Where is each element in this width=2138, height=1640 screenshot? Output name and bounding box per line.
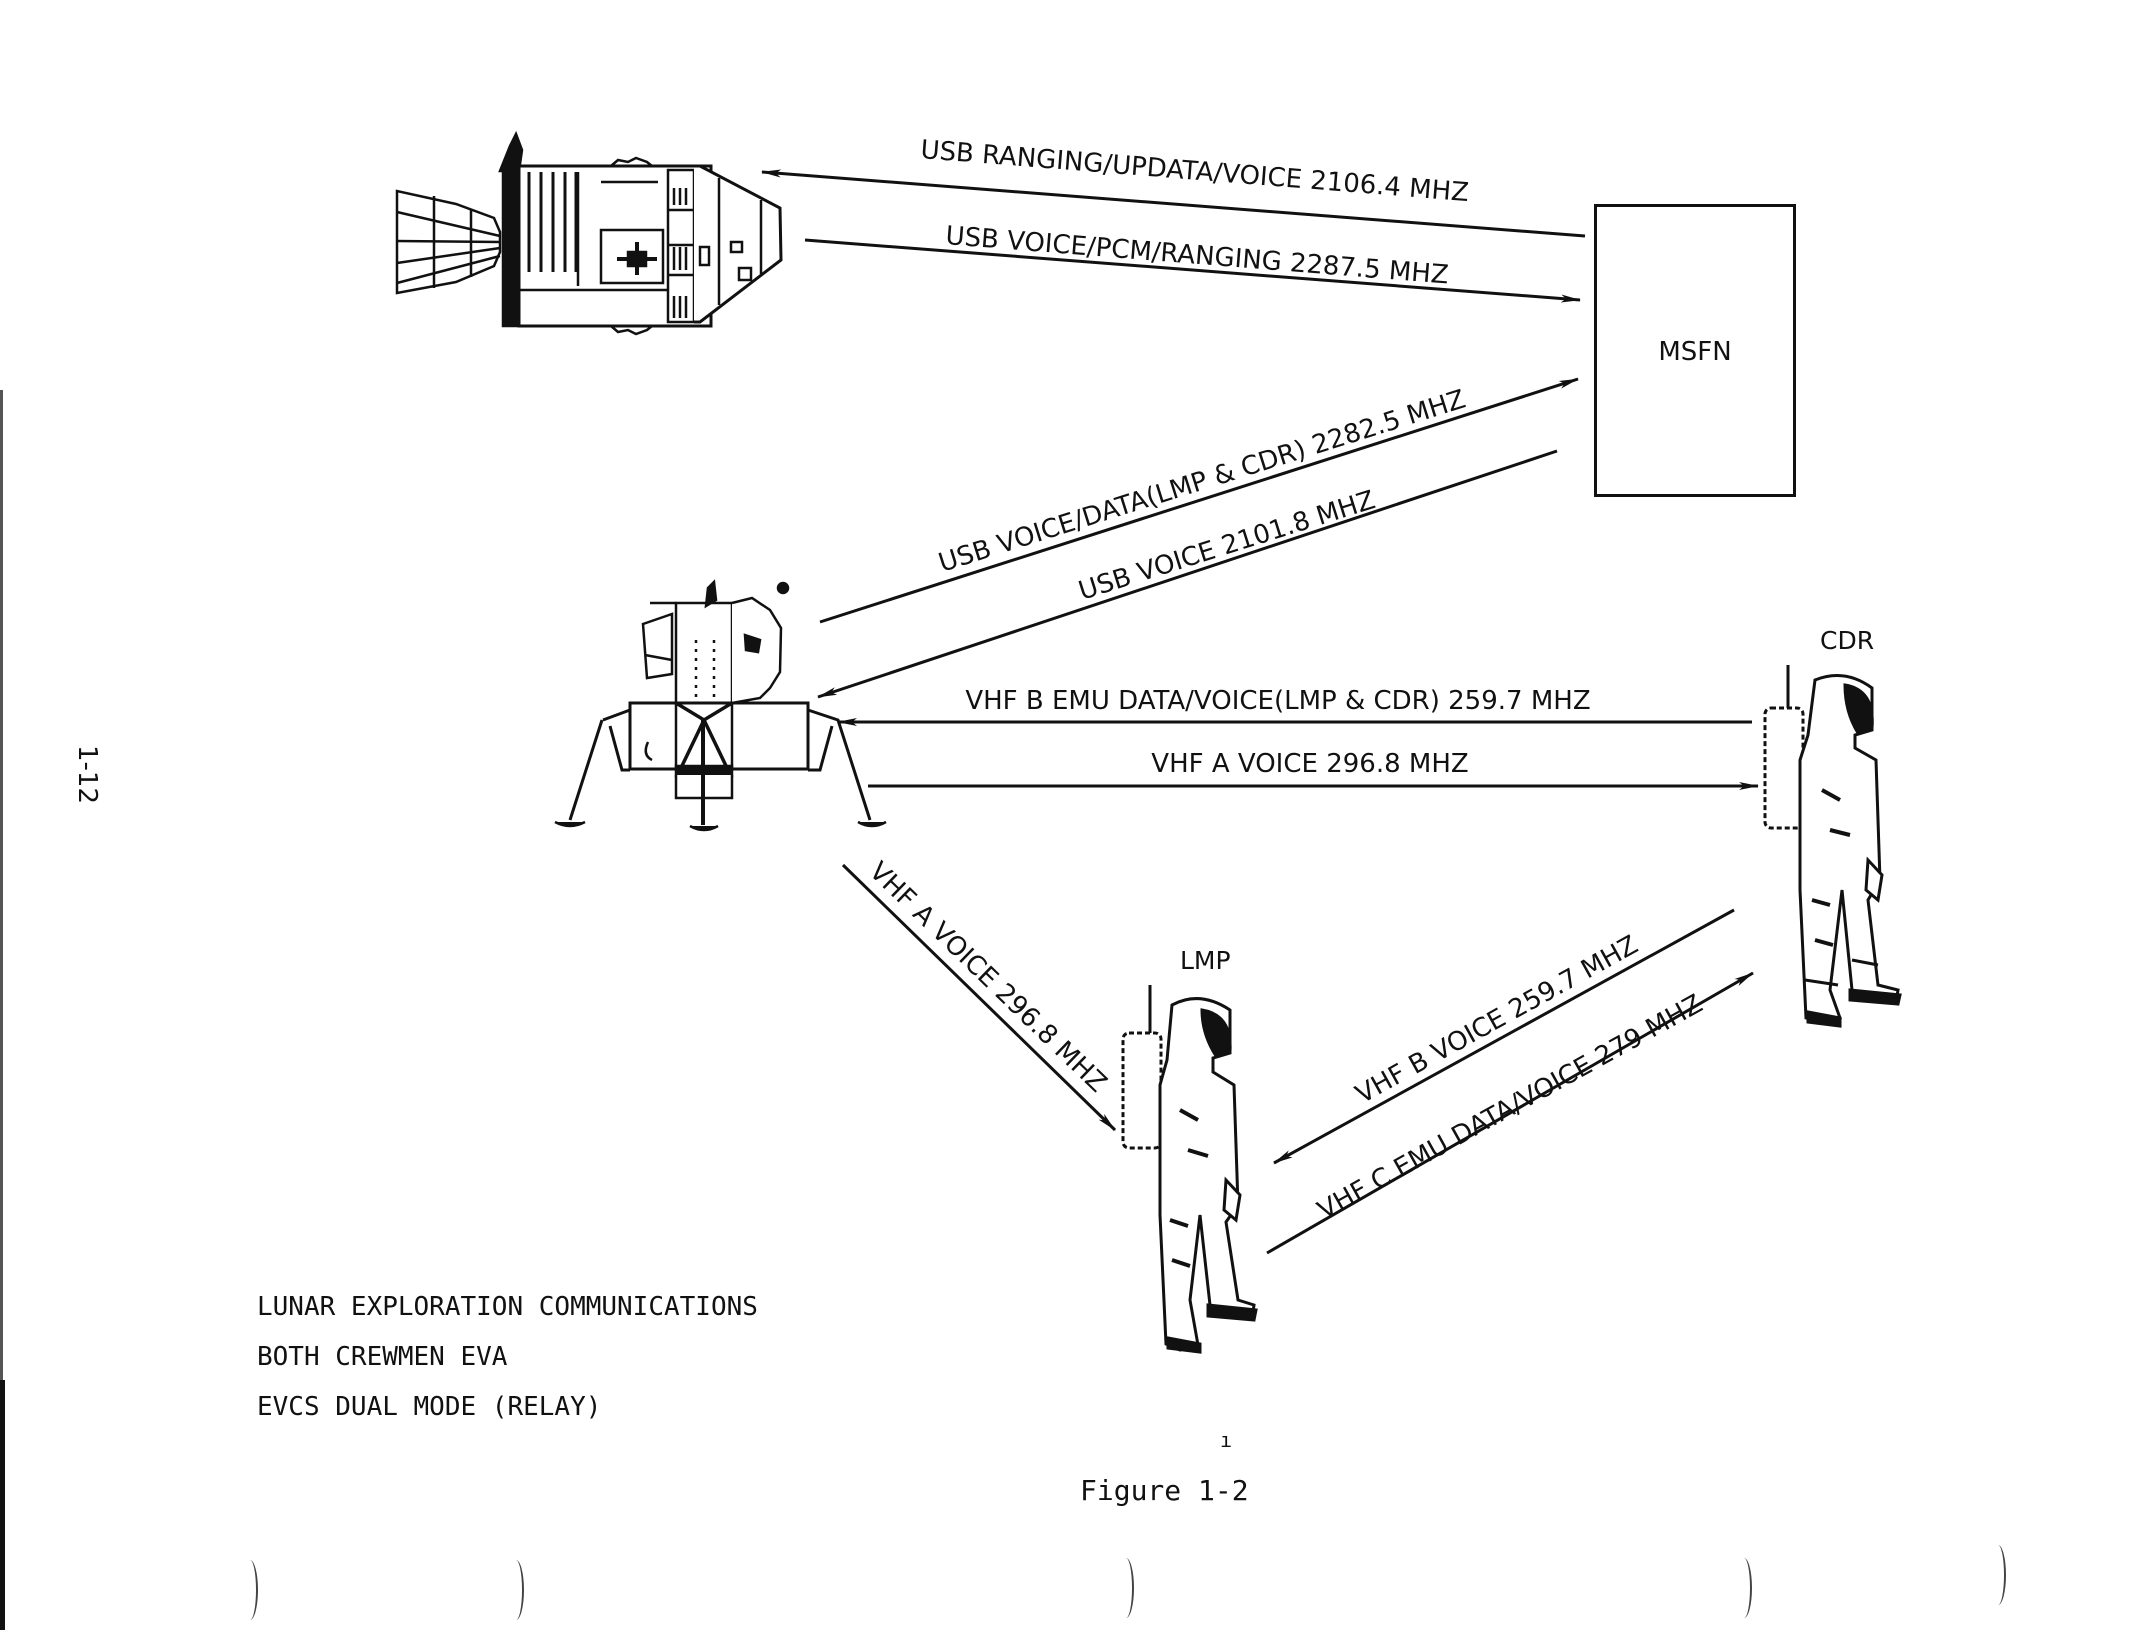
- cdr-astronaut-icon: [1763, 665, 1902, 1028]
- caption-line-3: EVCS DUAL MODE (RELAY): [257, 1392, 602, 1422]
- link-arrow-cdr-to-lmp: [1273, 908, 1735, 1165]
- link-arrow-msfn-to-csm: [761, 169, 1586, 238]
- link-label-lm-to-cdr: VHF A VOICE 296.8 MHZ: [1151, 749, 1468, 779]
- figure-title: Figure 1-2: [1080, 1474, 1249, 1507]
- msfn-node: MSFN: [1594, 204, 1796, 497]
- link-label-cdr-to-lm: VHF B EMU DATA/VOICE(LMP & CDR) 259.7 MH…: [965, 686, 1590, 716]
- link-label-cdr-to-lmp: VHF B VOICE 259.7 MHZ: [1351, 930, 1643, 1110]
- link-labels: USB RANGING/UPDATA/VOICE 2106.4 MHZ USB V…: [863, 135, 1708, 1226]
- link-arrow-msfn-to-lm: [817, 449, 1558, 699]
- link-label-csm-to-msfn: USB VOICE/PCM/RANGING 2287.5 MHZ: [944, 221, 1449, 290]
- binding-mark: [1990, 1545, 2006, 1605]
- page-binding-edge: [0, 390, 3, 1490]
- page-binding-edge-dark: [0, 1380, 5, 1630]
- caption-line-1: LUNAR EXPLORATION COMMUNICATIONS: [257, 1292, 758, 1322]
- link-label-lm-to-lmp: VHF A VOICE 296.8 MHZ: [863, 856, 1112, 1098]
- csm-spacecraft-icon: [395, 130, 783, 336]
- link-label-msfn-to-csm: USB RANGING/UPDATA/VOICE 2106.4 MHZ: [919, 135, 1470, 208]
- link-lines: [761, 169, 1759, 1255]
- lmp-label: LMP: [1180, 946, 1231, 975]
- caption-line-2: BOTH CREWMEN EVA: [257, 1342, 508, 1372]
- binding-mark: [1118, 1558, 1134, 1618]
- lmp-astronaut-icon: [1121, 985, 1258, 1354]
- figure-mark: ı: [1220, 1428, 1233, 1452]
- link-arrow-csm-to-msfn: [804, 238, 1581, 303]
- msfn-label: MSFN: [1658, 337, 1732, 367]
- binding-mark: [508, 1560, 524, 1620]
- link-arrow-lm-to-lmp: [841, 863, 1117, 1132]
- lunar-module-icon: [554, 579, 887, 832]
- link-arrow-lm-to-msfn: [819, 377, 1579, 624]
- link-arrow-lmp-to-cdr: [1266, 971, 1754, 1255]
- cdr-label: CDR: [1820, 626, 1875, 655]
- binding-mark: [1736, 1558, 1752, 1618]
- binding-mark: [242, 1560, 258, 1620]
